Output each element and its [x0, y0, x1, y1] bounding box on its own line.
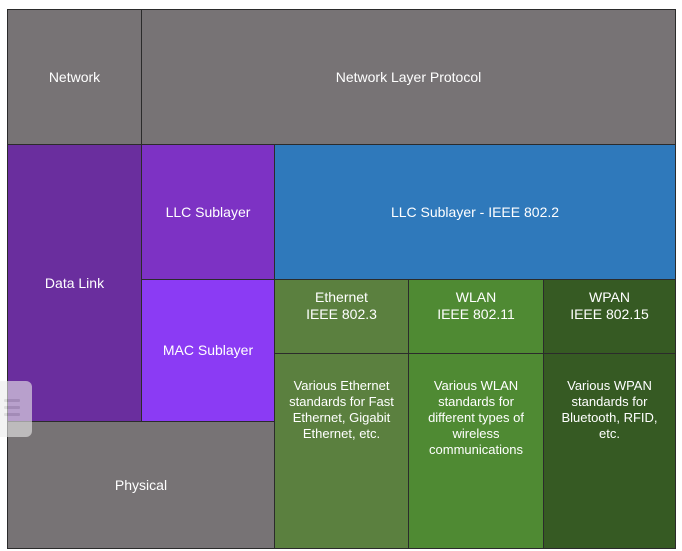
side-menu-handle[interactable]	[0, 381, 32, 437]
wlan-description: Various WLAN standards for different typ…	[408, 353, 544, 549]
wpan-description: Various WPAN standards for Bluetooth, RF…	[543, 353, 676, 549]
llc-standard-text: LLC Sublayer - IEEE 802.2	[390, 203, 560, 220]
network-layer-label: Network	[7, 9, 142, 145]
llc-sublayer-label: LLC Sublayer	[141, 144, 275, 280]
data-link-text: Data Link	[44, 274, 105, 291]
ethernet-description: Various Ethernet standards for Fast Ethe…	[274, 353, 409, 549]
wlan-description-text: Various WLAN standards for different typ…	[428, 378, 524, 457]
network-layer-protocol: Network Layer Protocol	[141, 9, 676, 145]
physical-text: Physical	[114, 476, 168, 493]
llc-sublayer-standard: LLC Sublayer - IEEE 802.2	[274, 144, 676, 280]
physical-layer-label: Physical	[7, 421, 275, 549]
wpan-name: WPAN IEEE 802.15	[570, 289, 649, 322]
wpan-header: WPAN IEEE 802.15	[543, 279, 676, 354]
network-layer-text: Network	[48, 68, 101, 85]
ethernet-name: Ethernet IEEE 802.3	[306, 289, 377, 322]
ethernet-description-text: Various Ethernet standards for Fast Ethe…	[289, 378, 394, 441]
network-protocol-text: Network Layer Protocol	[335, 68, 482, 85]
ethernet-header: Ethernet IEEE 802.3	[274, 279, 409, 354]
data-link-layer-label: Data Link	[7, 144, 142, 422]
wpan-description-text: Various WPAN standards for Bluetooth, RF…	[561, 378, 658, 441]
wlan-name: WLAN IEEE 802.11	[437, 289, 515, 322]
mac-sublayer-label: MAC Sublayer	[141, 279, 275, 422]
llc-sublayer-text: LLC Sublayer	[165, 203, 251, 220]
mac-sublayer-text: MAC Sublayer	[162, 342, 254, 358]
wlan-header: WLAN IEEE 802.11	[408, 279, 544, 354]
